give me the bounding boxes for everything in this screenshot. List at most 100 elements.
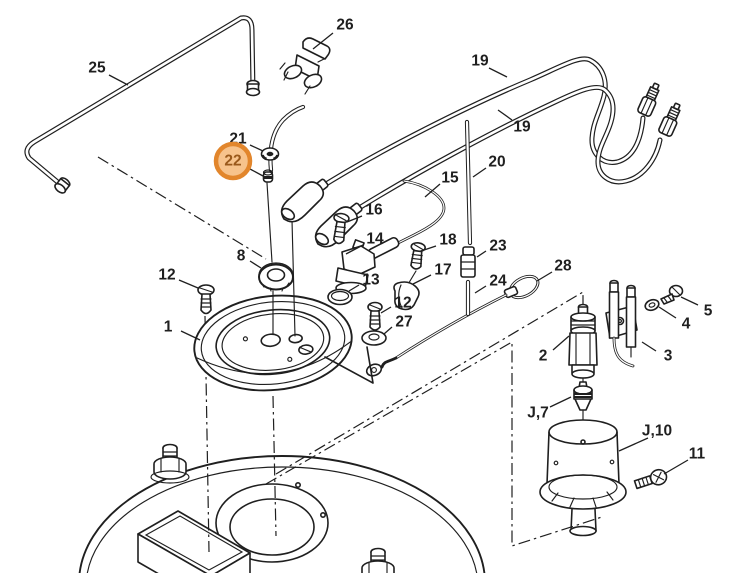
part-callout-12b[interactable]: 12 (380, 295, 412, 314)
part-callout-28[interactable]: 28 (536, 258, 572, 282)
part-label-23: 23 (489, 238, 507, 255)
part-label-1: 1 (164, 319, 173, 336)
part-label-5: 5 (704, 303, 713, 320)
part-label-19a: 19 (471, 53, 489, 70)
nut-21 (260, 147, 280, 161)
leader-line-11 (663, 459, 689, 475)
part-callout-11[interactable]: 11 (663, 446, 706, 475)
part-callout-9_10[interactable]: J,10 (618, 423, 672, 452)
cable-fitting-a (637, 82, 660, 117)
leader-line-19a (488, 67, 508, 78)
hose-fitting-23 (460, 246, 476, 278)
part-callout-16[interactable]: 16 (346, 202, 383, 223)
part-callout-19b[interactable]: 19 (497, 109, 531, 136)
part-callout-27[interactable]: 27 (383, 314, 413, 335)
part-label-9_10: J,10 (642, 423, 672, 440)
leader-line-17 (412, 274, 432, 285)
leader-line-26 (312, 32, 334, 50)
part-callout-24[interactable]: 24 (474, 273, 507, 294)
part-callout-19a[interactable]: 19 (471, 53, 508, 78)
pipe-fitting-top (245, 79, 261, 97)
leader-line-28 (536, 271, 553, 282)
clamp-26 (279, 37, 331, 95)
leader-line-15 (424, 183, 441, 198)
leader-line-2 (552, 335, 570, 351)
axis-line-left (266, 182, 273, 263)
part-label-18: 18 (439, 232, 457, 249)
screw-11 (633, 468, 668, 490)
burner-cup-9-10 (539, 419, 627, 537)
washer-27 (361, 330, 387, 346)
screw-12-left (197, 284, 215, 315)
washer-4 (644, 298, 660, 312)
leader-line-16 (346, 215, 363, 223)
projection-lines (97, 156, 603, 553)
tank-drum (78, 443, 486, 573)
part-label-8: 8 (237, 248, 246, 265)
leader-line-20 (472, 167, 487, 178)
leader-line-24 (474, 285, 487, 294)
part-label-13: 13 (362, 272, 380, 289)
part-label-11: 11 (689, 446, 706, 463)
part-callout-25[interactable]: 25 (88, 60, 129, 86)
leader-line-6_7 (549, 396, 572, 408)
part-callout-15[interactable]: 15 (424, 170, 459, 198)
part-callout-4[interactable]: 4 (658, 306, 691, 333)
part-label-3: 3 (664, 348, 673, 365)
part-label-20: 20 (488, 154, 505, 171)
leader-line-3 (641, 341, 657, 352)
electrode-assembly-3 (605, 279, 638, 368)
screw-12-right (367, 301, 383, 331)
part-callout-23[interactable]: 23 (476, 238, 507, 258)
part-callout-3[interactable]: 3 (641, 341, 673, 365)
part-label-14: 14 (366, 231, 384, 248)
part-callout-1[interactable]: 1 (164, 319, 201, 341)
channel-box (137, 510, 251, 573)
part-callout-12a[interactable]: 12 (158, 267, 199, 289)
part-callout-26[interactable]: 26 (312, 17, 354, 50)
part-label-12a: 12 (158, 267, 175, 284)
part-label-25: 25 (88, 60, 106, 77)
part-callout-2[interactable]: 2 (539, 335, 570, 365)
leader-line-4 (658, 306, 677, 319)
leader-line-1 (180, 330, 201, 341)
part-callout-22[interactable]: 22 (213, 141, 264, 181)
part-label-16: 16 (365, 202, 383, 219)
leader-line-8 (249, 260, 262, 269)
part-callout-6_7[interactable]: J,7 (527, 396, 572, 422)
leader-line-21 (249, 144, 264, 152)
screw-18 (410, 242, 426, 270)
drum-stud-nut-left (150, 443, 190, 484)
pointer-v-lines (324, 346, 374, 384)
part-label-24: 24 (489, 273, 507, 290)
flange-plate-1 (193, 294, 353, 392)
part-label-12b: 12 (394, 295, 411, 312)
leader-line-27 (383, 326, 393, 335)
part-callout-20[interactable]: 20 (472, 154, 506, 178)
part-callout-17[interactable]: 17 (412, 262, 452, 285)
leader-line-9_10 (618, 437, 649, 452)
highlight-circle-22 (213, 141, 253, 181)
leader-line-18 (420, 245, 437, 252)
fuel-pipe-25 (24, 15, 261, 194)
part-callout-13[interactable]: 13 (348, 272, 380, 292)
solenoid-valve-2 (568, 303, 598, 383)
part-label-15: 15 (441, 170, 459, 187)
pipe-fitting-bottom (54, 177, 71, 194)
part-label-28: 28 (554, 258, 572, 275)
part-label-17: 17 (434, 262, 451, 279)
part-callout-14[interactable]: 14 (345, 231, 384, 255)
leader-line-5 (680, 296, 699, 306)
leader-line-12a (178, 279, 199, 289)
part-callout-18[interactable]: 18 (420, 232, 457, 252)
part-label-4: 4 (682, 316, 691, 333)
part-callout-8[interactable]: 8 (237, 248, 262, 269)
drum-stud-nut-right (361, 547, 395, 573)
part-callout-5[interactable]: 5 (680, 296, 713, 320)
fuel-hose-20 (464, 119, 473, 246)
leader-line-19b (497, 109, 513, 121)
part-label-2: 2 (539, 348, 548, 365)
screw-5 (660, 284, 684, 305)
grommet-8 (258, 262, 294, 292)
